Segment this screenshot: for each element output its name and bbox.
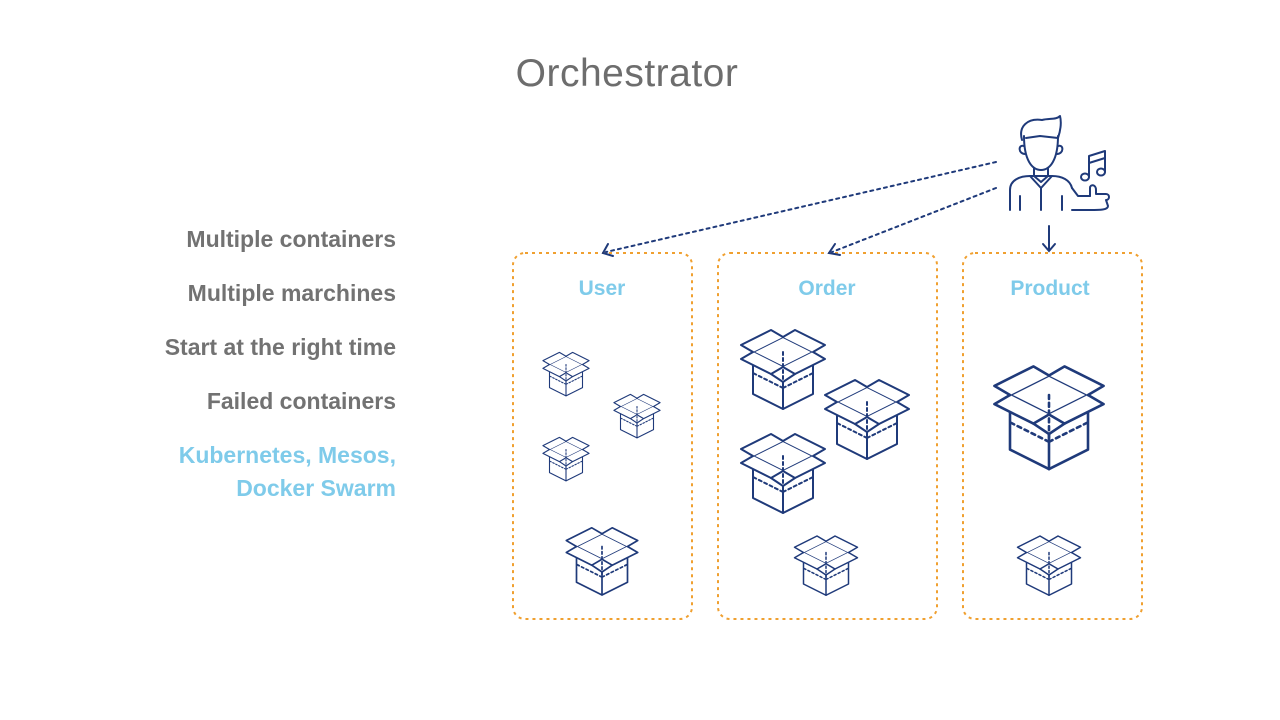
- arrow-head-user: [601, 243, 614, 257]
- open-box-icon: [740, 329, 826, 410]
- orchestrator-tools: Kubernetes, Mesos, Docker Swarm: [36, 439, 396, 505]
- group-label-user: User: [579, 277, 626, 300]
- group-user: User: [512, 252, 693, 620]
- arrow-to-order: [831, 187, 997, 253]
- tools-line-1: Kubernetes, Mesos,: [178, 442, 396, 468]
- open-box-icon: [793, 535, 859, 596]
- group-product: Product: [962, 252, 1143, 620]
- group-order: Order: [717, 252, 938, 620]
- open-box-icon: [993, 365, 1105, 471]
- group-label-order: Order: [798, 277, 855, 300]
- point-multiple-machines: Multiple marchines: [187, 280, 396, 306]
- page-title: Orchestrator: [515, 52, 739, 95]
- orchestrator-arrows: [601, 161, 1056, 257]
- music-notes-icon: [1080, 150, 1106, 182]
- open-box-icon: [1016, 535, 1082, 596]
- open-box-icon: [740, 433, 826, 514]
- point-start-right-time: Start at the right time: [164, 334, 396, 360]
- conductor-person-icon: [1009, 115, 1110, 211]
- group-label-product: Product: [1010, 277, 1089, 300]
- arrow-head-product: [1042, 243, 1056, 253]
- open-box-icon: [824, 379, 910, 460]
- open-box-icon: [565, 526, 639, 596]
- arrow-head-order: [827, 243, 841, 256]
- arrow-to-user: [605, 161, 997, 253]
- open-box-icon: [542, 351, 590, 397]
- tools-line-2: Docker Swarm: [236, 475, 396, 501]
- requirements-list: Multiple containers Multiple marchines S…: [36, 223, 396, 505]
- point-multiple-containers: Multiple containers: [186, 226, 396, 252]
- point-failed-containers: Failed containers: [206, 388, 396, 414]
- open-box-icon: [613, 393, 661, 439]
- open-box-icon: [542, 436, 590, 482]
